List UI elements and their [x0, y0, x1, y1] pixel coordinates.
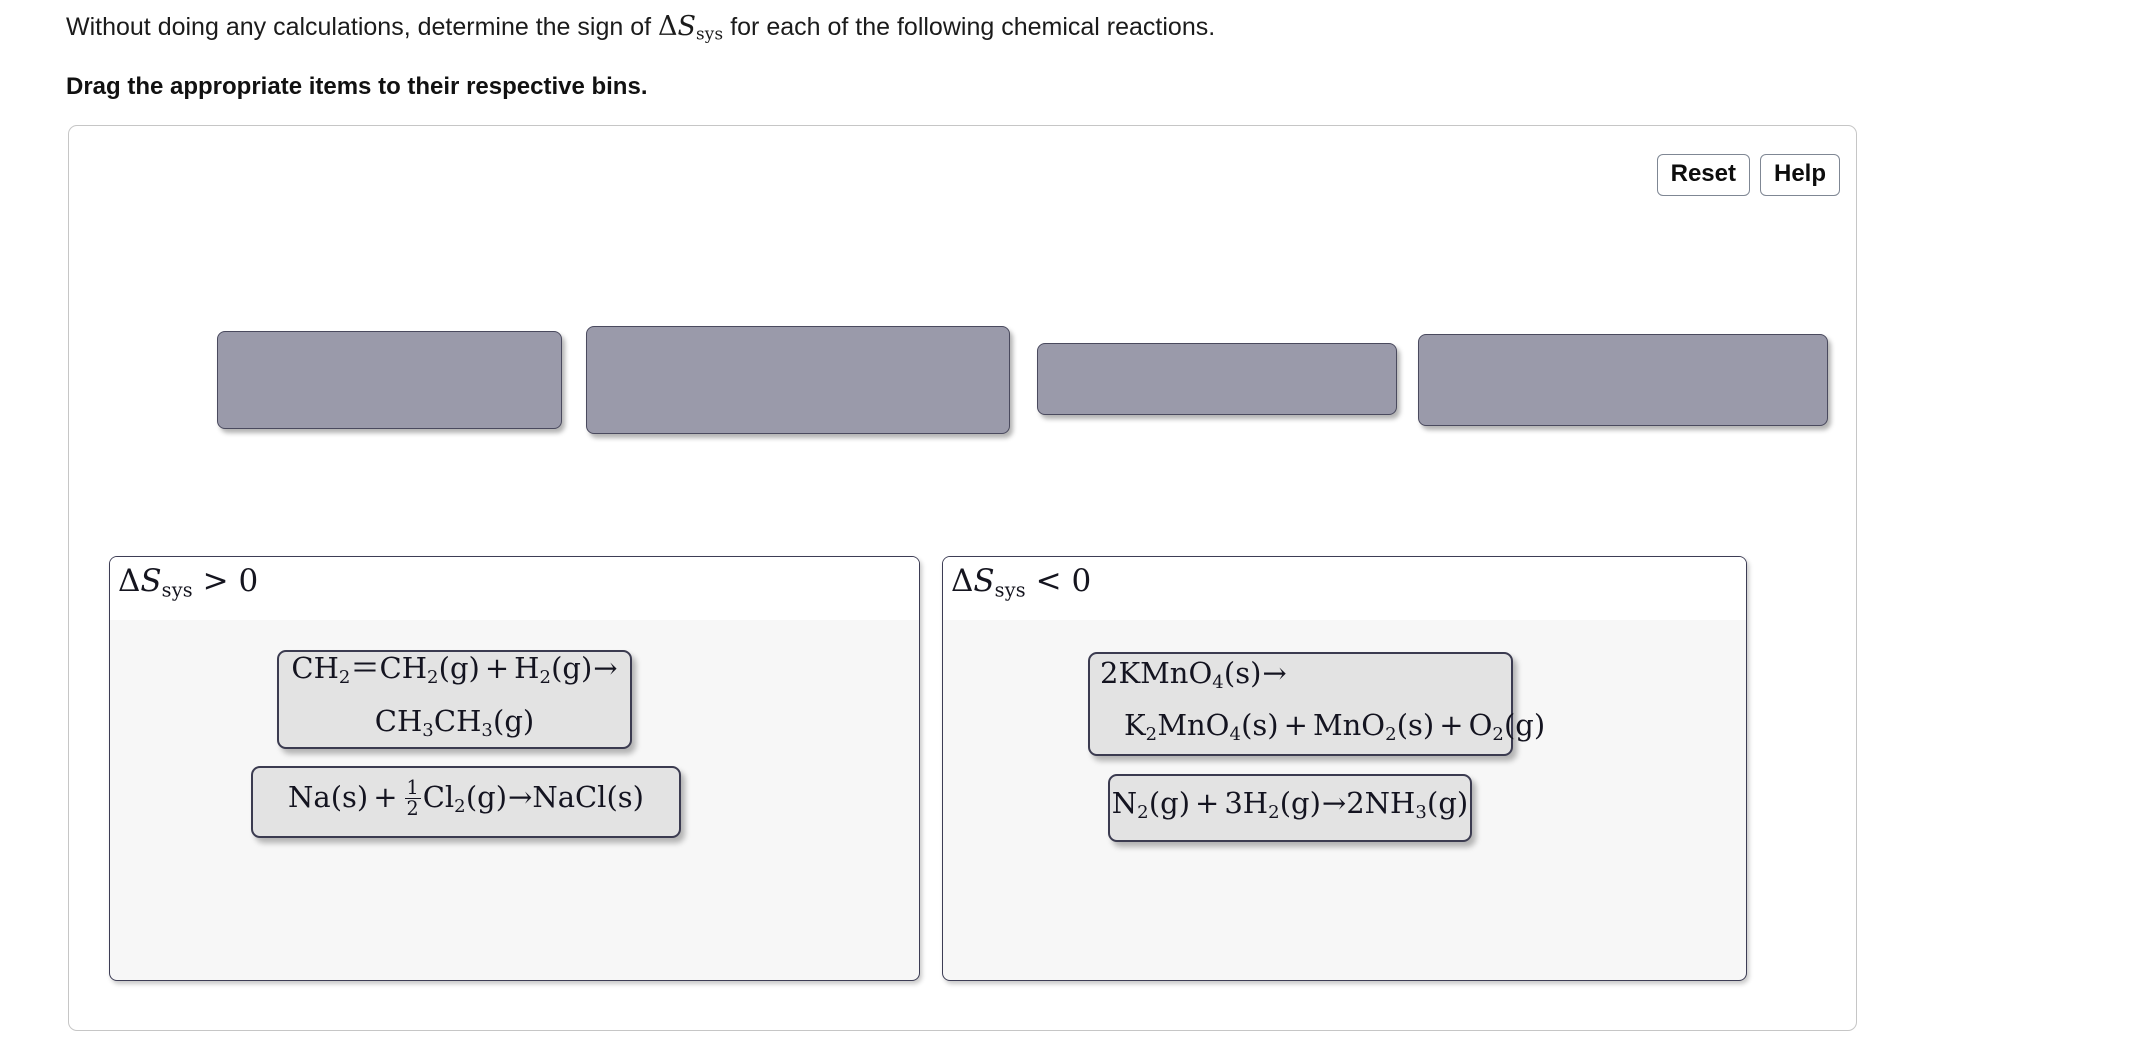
question-text-after: for each of the following chemical react… [723, 13, 1216, 41]
equation-line-1: N2(g)+3H2(g)→2NH3(g) [1111, 785, 1469, 824]
equation-line-2: CH3CH3(g) [374, 703, 535, 741]
equation-line-1: 2KMnO4(s)→ [1100, 655, 1287, 693]
delta-s-sys-symbol: ΔSsys [658, 11, 724, 44]
sys-subscript: sys [696, 23, 724, 44]
bin-entropy-positive[interactable]: ΔSsys > 0 CH2＝CH2(g)+H2(g)→ CH3CH3(g) Na… [109, 556, 920, 981]
entropy-glyph: S [677, 11, 697, 42]
delta-glyph: Δ [951, 563, 974, 599]
entropy-glyph: S [973, 563, 995, 599]
drag-slot-4[interactable] [1418, 334, 1828, 426]
bin-negative-body: 2KMnO4(s)→ K2MnO4(s)+MnO2(s)+O2(g) N2(g)… [943, 620, 1746, 980]
bin-positive-header: ΔSsys > 0 [110, 557, 919, 620]
question-text-before: Without doing any calculations, determin… [66, 13, 659, 41]
bin-positive-label: ΔSsys > 0 [118, 563, 259, 602]
drag-and-drop-activity-panel: Reset Help ΔSsys > 0 CH2＝CH2(g)+H2(g)→ C… [68, 125, 1857, 1031]
drag-slot-3[interactable] [1037, 343, 1397, 415]
bin-negative-header: ΔSsys < 0 [943, 557, 1746, 620]
bin-entropy-negative[interactable]: ΔSsys < 0 2KMnO4(s)→ K2MnO4(s)+MnO2(s)+O… [942, 556, 1747, 981]
staging-area [69, 322, 1856, 442]
drag-slot-1[interactable] [217, 331, 562, 429]
panel-toolbar: Reset Help [1656, 154, 1840, 196]
relation-glyph: > 0 [192, 563, 259, 599]
relation-glyph: < 0 [1025, 563, 1092, 599]
bin-negative-label: ΔSsys < 0 [951, 563, 1092, 602]
bins-area: ΔSsys > 0 CH2＝CH2(g)+H2(g)→ CH3CH3(g) Na… [69, 556, 1856, 996]
reset-button[interactable]: Reset [1656, 154, 1750, 196]
delta-glyph: Δ [658, 11, 678, 42]
equation-line-2: K2MnO4(s)+MnO2(s)+O2(g) [1124, 708, 1546, 746]
equation-line-1: CH2＝CH2(g)+H2(g)→ [291, 651, 618, 689]
delta-glyph: Δ [118, 563, 141, 599]
help-button[interactable]: Help [1759, 154, 1840, 196]
equation-tile-potassium-permanganate-decomposition[interactable]: 2KMnO4(s)→ K2MnO4(s)+MnO2(s)+O2(g) [1088, 652, 1546, 756]
question-text: Without doing any calculations, determin… [66, 10, 1966, 51]
prompt-area: Without doing any calculations, determin… [66, 10, 1966, 103]
equation-tile-ammonia-synthesis[interactable]: N2(g)+3H2(g)→2NH3(g) [1108, 774, 1472, 842]
sys-subscript: sys [161, 578, 193, 602]
instruction-text: Drag the appropriate items to their resp… [66, 72, 648, 100]
equation-tile-ethylene-hydrogenation[interactable]: CH2＝CH2(g)+H2(g)→ CH3CH3(g) [277, 650, 632, 749]
sys-subscript: sys [994, 578, 1026, 602]
drag-slot-2[interactable] [586, 326, 1010, 434]
entropy-glyph: S [140, 563, 162, 599]
